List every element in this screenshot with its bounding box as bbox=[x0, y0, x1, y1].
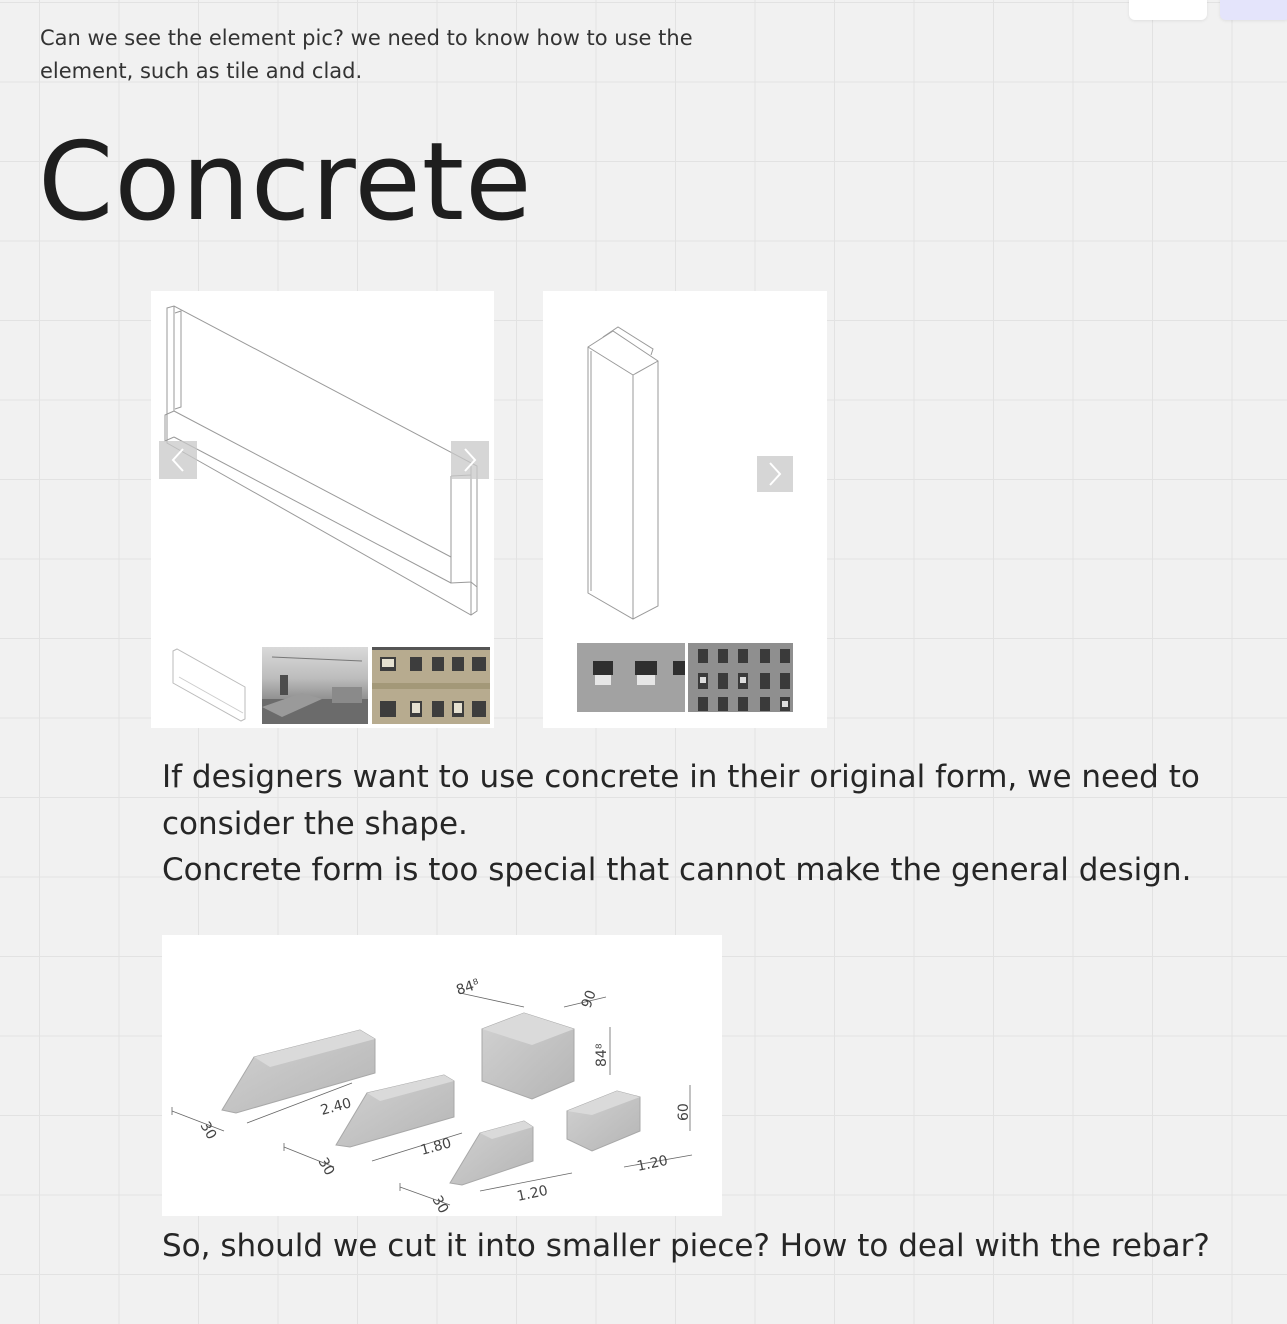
paragraph-line-3: Concrete form is too special that cannot… bbox=[162, 852, 1192, 888]
thumbnail-drawing[interactable] bbox=[165, 643, 249, 723]
chevron-right-icon bbox=[464, 448, 477, 472]
dim-label-30-c: 30 bbox=[429, 1193, 452, 1216]
image-carousel-wall-panel bbox=[151, 291, 494, 728]
thumbnail-grey-facade-1[interactable] bbox=[577, 643, 685, 712]
dim-label-90-depth: 90 bbox=[579, 988, 600, 1010]
paragraph-line-1: If designers want to use concrete in the… bbox=[162, 759, 1200, 795]
dim-label-60: 60 bbox=[676, 1103, 692, 1121]
dim-label-180: 1.80 bbox=[419, 1135, 453, 1159]
note-line-1: Can we see the element pic? we need to k… bbox=[40, 26, 693, 50]
grey-facade-1-windows bbox=[577, 643, 685, 712]
grey-facade-2-windows bbox=[698, 649, 790, 711]
next-image-button[interactable] bbox=[757, 456, 793, 492]
thumbnail-facade-photo[interactable] bbox=[372, 647, 490, 724]
thumbnail-grey-facade-2[interactable] bbox=[688, 643, 793, 712]
dim-label-30-a: 30 bbox=[197, 1119, 220, 1142]
chevron-left-icon bbox=[171, 448, 184, 472]
body-paragraph: If designers want to use concrete in the… bbox=[162, 754, 1272, 894]
concrete-blocks-diagram: 84⁸ 90 84⁸ 2.40 1.80 1.20 1.20 60 30 30 … bbox=[162, 935, 722, 1216]
note-line-2: element, such as tile and clad. bbox=[40, 59, 363, 83]
prev-image-button[interactable] bbox=[159, 441, 197, 479]
note-text: Can we see the element pic? we need to k… bbox=[40, 22, 740, 88]
question-text: So, should we cut it into smaller piece?… bbox=[162, 1228, 1210, 1264]
dim-label-120-b: 1.20 bbox=[636, 1153, 670, 1175]
page-title: Concrete bbox=[38, 120, 533, 245]
dim-label-240: 2.40 bbox=[319, 1095, 353, 1119]
dim-label-120-a: 1.20 bbox=[516, 1183, 550, 1205]
concrete-blocks-drawing: 84⁸ 90 84⁸ 2.40 1.80 1.20 1.20 60 30 30 … bbox=[171, 976, 693, 1216]
wall-panel-drawing bbox=[164, 305, 478, 616]
column-drawing bbox=[587, 326, 659, 620]
facade-photo-windows bbox=[372, 647, 490, 717]
thumbnail-construction-photo[interactable] bbox=[262, 647, 368, 724]
toolbar-button-active[interactable] bbox=[1220, 0, 1287, 20]
dim-label-84-width: 84⁸ bbox=[454, 976, 482, 999]
paragraph-line-2: consider the shape. bbox=[162, 805, 468, 842]
toolbar-button[interactable] bbox=[1129, 0, 1207, 20]
chevron-right-icon bbox=[769, 462, 782, 486]
thumbnail-drawing-sketch bbox=[172, 648, 246, 722]
image-carousel-column bbox=[543, 291, 827, 728]
next-image-button[interactable] bbox=[451, 441, 489, 479]
construction-photo-shapes bbox=[262, 656, 368, 724]
dim-label-30-b: 30 bbox=[315, 1155, 338, 1178]
dim-label-84-height: 84⁸ bbox=[594, 1043, 610, 1067]
